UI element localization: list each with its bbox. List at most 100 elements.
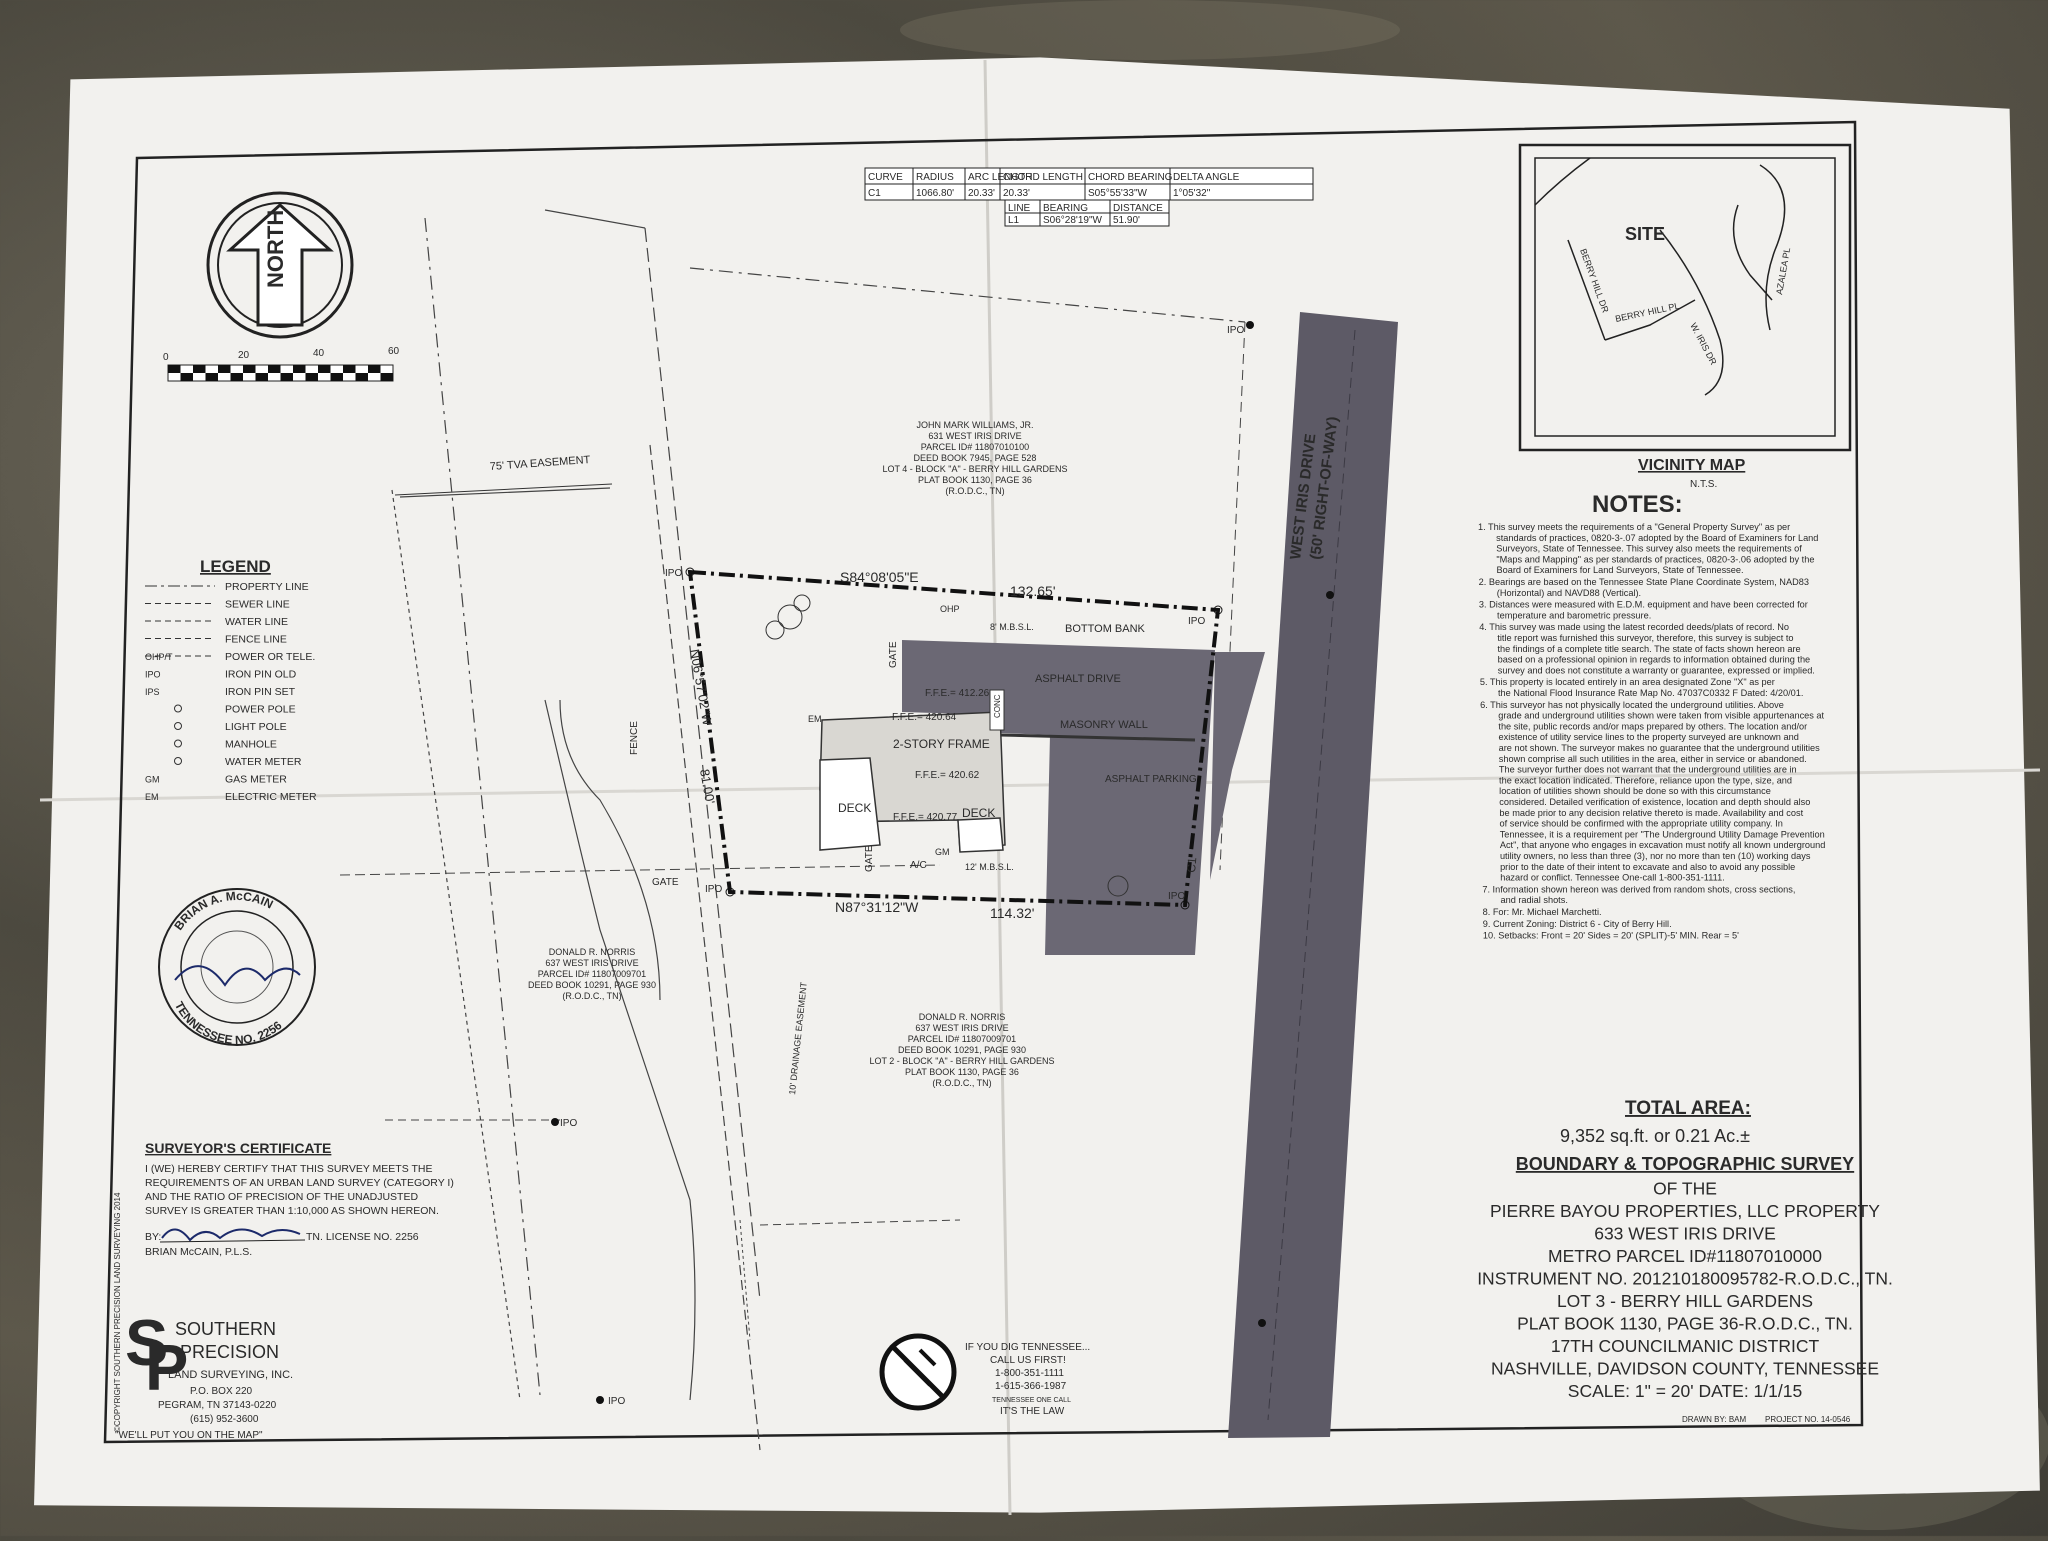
- ipo-label: IPO: [608, 1396, 625, 1407]
- asphalt-drive-label: ASPHALT DRIVE: [1035, 673, 1121, 685]
- bearing-west: N06°57'02"W: [687, 648, 715, 727]
- scale-tick: 20: [238, 350, 250, 361]
- road-centerline: [1267, 329, 1356, 1421]
- ffe-label: F.F.E.= 420.77: [893, 812, 958, 823]
- vicinity-map: SITE BERRY HILL DR BERRY HILL PL W. IRIS…: [1518, 143, 1852, 490]
- conc-label: CONC: [993, 694, 1002, 718]
- note-line: existence of utility service lines to th…: [1499, 732, 1799, 742]
- ffe-label: F.F.E.= 420.62: [915, 770, 980, 781]
- owner-line: DEED BOOK 10291, PAGE 930: [528, 980, 656, 990]
- fold-line: [39, 768, 2041, 802]
- scale-tick: 40: [313, 348, 325, 359]
- legend-label: POWER POLE: [225, 704, 296, 716]
- note-line: 2. Bearings are based on the Tennessee S…: [1479, 577, 1809, 587]
- road-pin: [1326, 591, 1334, 599]
- setback-label: 12' M.B.S.L.: [965, 862, 1014, 872]
- dig-notice: IF YOU DIG TENNESSEE... CALL US FIRST! 1…: [879, 1333, 1090, 1417]
- seal-bottom-text: TENNESSEE NO. 2256: [172, 999, 285, 1047]
- deck-footprint: [819, 757, 881, 851]
- note-line: Board of Examiners for Land Surveyors, S…: [1497, 565, 1744, 575]
- scale-cell: [218, 365, 231, 373]
- company-line: PEGRAM, TN 37143-0220: [158, 1400, 277, 1411]
- scale-cell: [230, 373, 243, 381]
- distance-south: 114.32': [990, 905, 1034, 921]
- note-line: title report was furnished this surveyor…: [1497, 633, 1793, 643]
- owner-line: (R.O.D.C., TN): [945, 486, 1004, 496]
- dimension-line: [394, 483, 613, 496]
- legend-symbol: GM: [145, 775, 160, 785]
- note-line: shown comprise all such utilities in the…: [1499, 754, 1807, 764]
- copyright-text: ©COPYRIGHT SOUTHERN PRECISION LAND SURVE…: [113, 1192, 122, 1432]
- iron-pins: IPO IPO IPO IPO IPO IPO: [551, 567, 1223, 1407]
- survey-title-line: NASHVILLE, DAVIDSON COUNTY, TENNESSEE: [1491, 1359, 1879, 1379]
- legend-label: MANHOLE: [225, 739, 277, 751]
- survey-title-line: 17TH COUNCILMANIC DISTRICT: [1551, 1336, 1820, 1356]
- owner-line: DEED BOOK 7945, PAGE 528: [914, 453, 1037, 463]
- certificate-line: SURVEY IS GREATER THAN 1:10,000 AS SHOWN…: [145, 1205, 439, 1217]
- note-line: standards of practices, 0820-3-.07 adopt…: [1496, 533, 1818, 543]
- street-label: BERRY HILL PL: [1614, 301, 1680, 324]
- legend-symbol: [174, 757, 182, 765]
- scale-cell: [255, 373, 268, 381]
- note-line: and radial shots.: [1500, 895, 1567, 905]
- note-line: (Horizontal) and NAVD88 (Vertical).: [1497, 588, 1641, 598]
- note-line: 9. Current Zoning: District 6 - City of …: [1483, 919, 1672, 929]
- deck-footprint: [957, 817, 1004, 853]
- scale-cell: [293, 365, 306, 373]
- note-line: survey and does not constitute a warrant…: [1498, 665, 1815, 675]
- masonry-wall-label: MASONRY WALL: [1060, 719, 1148, 731]
- note-line: the National Flood Insurance Rate Map No…: [1498, 688, 1803, 698]
- note-line: the findings of a complete title search.…: [1497, 644, 1800, 654]
- bottom-bank-label: BOTTOM BANK: [1065, 623, 1146, 635]
- owner-line: JOHN MARK WILLIAMS, JR.: [916, 420, 1033, 430]
- note-line: "Maps and Mapping" as per standards of p…: [1496, 554, 1814, 564]
- legend-symbol: [174, 722, 182, 730]
- dig-line: TENNESSEE ONE CALL: [992, 1397, 1071, 1404]
- drainage-easement-label: 10' DRAINAGE EASEMENT: [787, 981, 809, 1095]
- ffe-label: F.F.E.= 412.26: [925, 688, 990, 699]
- dig-line: 1-615-366-1987: [995, 1381, 1067, 1392]
- owner-line: 631 WEST IRIS DRIVE: [928, 431, 1021, 441]
- owner-north-block: JOHN MARK WILLIAMS, JR.631 WEST IRIS DRI…: [882, 420, 1067, 496]
- masonry-wall: [999, 733, 1196, 742]
- drawn-by: DRAWN BY: BAM: [1682, 1415, 1746, 1424]
- company-name-2: PRECISION: [180, 1342, 279, 1362]
- scale-cell: [355, 373, 368, 381]
- note-line: considered. Detailed verification of exi…: [1499, 797, 1810, 807]
- total-area-title: TOTAL AREA:: [1625, 1098, 1751, 1119]
- distance-north: 132.65': [1010, 583, 1056, 599]
- note-line: are not shown. The surveyor makes no gua…: [1499, 743, 1820, 753]
- scale-cell: [280, 373, 293, 381]
- note-line: Surveyors, State of Tennessee. This surv…: [1496, 544, 1802, 554]
- surveyor-seal: BRIAN A. McCAIN TENNESSEE NO. 2256: [158, 888, 316, 1047]
- em-label: EM: [808, 714, 822, 724]
- bearing-north: S84°08'05"E: [840, 569, 919, 585]
- note-line: Tennessee, it is a requirement per "The …: [1500, 829, 1825, 839]
- deck-label: DECK: [962, 806, 995, 820]
- legend-symbol: IPO: [145, 670, 161, 680]
- legend-label: IRON PIN OLD: [225, 669, 297, 681]
- note-line: 5. This property is located entirely in …: [1480, 677, 1775, 687]
- owner-line: PARCEL ID# 11807010100: [921, 442, 1029, 452]
- curve-table-cell: C1: [868, 188, 881, 199]
- sheet-border: [103, 120, 1864, 1444]
- legend-symbol: OHP/T: [145, 652, 173, 662]
- company-name-1: SOUTHERN: [175, 1319, 276, 1339]
- certificate-line: AND THE RATIO OF PRECISION OF THE UNADJU…: [145, 1191, 418, 1203]
- note-line: 6. This surveyor has not physically loca…: [1480, 700, 1784, 710]
- street-label: W. IRIS DR: [1688, 321, 1719, 367]
- note-line: be made prior to any decision relative t…: [1499, 808, 1803, 818]
- note-line: 7. Information shown hereon was derived …: [1482, 884, 1795, 894]
- legend-symbol: [174, 704, 182, 713]
- company-logo-s: S: [125, 1306, 168, 1379]
- note-line: based on a professional opinion in regar…: [1498, 655, 1811, 665]
- owner-line: LOT 4 - BLOCK "A" - BERRY HILL GARDENS: [882, 464, 1067, 474]
- owner-line: DEED BOOK 10291, PAGE 930: [898, 1045, 1026, 1055]
- seal-top-text: BRIAN A. McCAIN: [171, 889, 275, 933]
- legend-title: LEGEND: [200, 557, 271, 576]
- legend-symbol: EM: [145, 792, 159, 802]
- owner-line: DONALD R. NORRIS: [919, 1012, 1006, 1022]
- distance-west: 81.00': [697, 768, 718, 805]
